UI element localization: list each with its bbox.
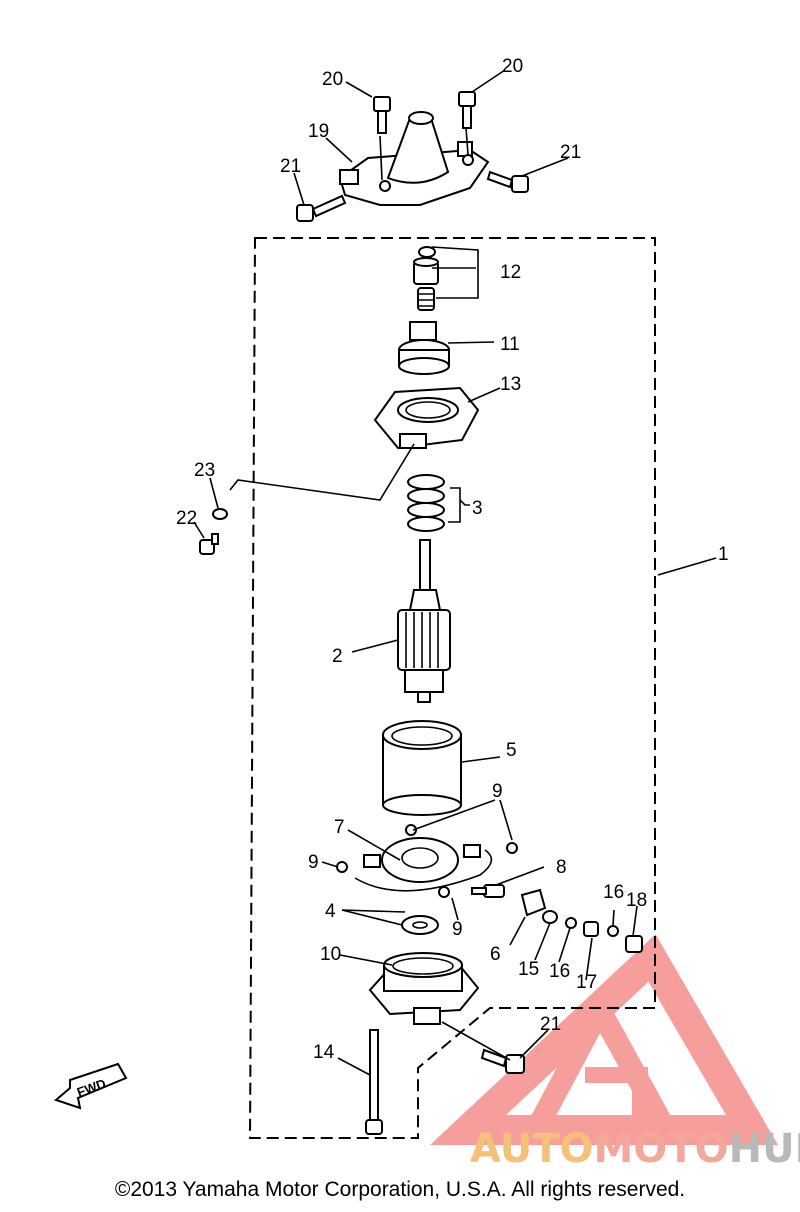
callout-20-right: 20 (502, 56, 523, 77)
callout-10: 10 (320, 944, 341, 965)
fwd-arrow-icon: FWD (54, 1062, 128, 1110)
callout-18: 18 (626, 890, 647, 911)
part-19-cover (338, 111, 490, 206)
callout-3: 3 (472, 498, 483, 519)
part-9-screw-3 (336, 861, 348, 873)
callout-9-bottom: 9 (452, 919, 463, 940)
part-7-brush-holder (354, 837, 493, 892)
callout-2: 2 (332, 646, 343, 667)
callout-20-left: 20 (322, 69, 343, 90)
part-13-front-bracket (373, 386, 480, 450)
callout-17: 17 (576, 972, 597, 993)
callout-13: 13 (500, 374, 521, 395)
part-16-washer-b (607, 925, 619, 937)
part-3-washer-set (407, 474, 445, 532)
callout-21-right: 21 (560, 142, 581, 163)
part-4-washer (401, 915, 439, 935)
callout-21-left: 21 (280, 156, 301, 177)
part-15-washer (542, 910, 558, 924)
part-17-nut (583, 921, 599, 937)
callout-9-left: 9 (308, 852, 319, 873)
callout-23: 23 (194, 460, 215, 481)
part-10-rear-cover (368, 952, 480, 1025)
callout-14: 14 (313, 1042, 335, 1063)
callout-6: 6 (490, 944, 501, 965)
part-21-bolt-right (486, 170, 529, 193)
callout-11: 11 (500, 334, 520, 355)
part-9-screw-4 (438, 886, 450, 898)
part-20-bolt-left (373, 96, 391, 134)
callout-9-top: 9 (492, 781, 503, 802)
callout-8: 8 (556, 857, 567, 878)
part-11-pinion-drive (398, 321, 450, 375)
part-18-nut (625, 935, 643, 953)
watermark-text: AUTOMOTOHUB (470, 1126, 800, 1172)
part-6-terminal-plate (520, 888, 547, 917)
watermark-auto: AUTO (470, 1126, 594, 1172)
callout-5: 5 (506, 740, 517, 761)
copyright-notice: ©2013 Yamaha Motor Corporation, U.S.A. A… (114, 1178, 686, 1201)
part-12-pinion-stopper-set (413, 246, 439, 311)
part-8-terminal-bolt (471, 884, 505, 898)
callout-4: 4 (325, 901, 336, 922)
part-9-screw-2 (506, 842, 518, 854)
part-20-bolt-right (458, 91, 476, 129)
part-22-bolt (199, 533, 219, 555)
watermark-hub: HUB (729, 1126, 800, 1172)
callout-7: 7 (334, 817, 345, 838)
assembly-boundary (248, 237, 656, 1139)
part-21-bolt-left (296, 194, 347, 222)
callout-16-top: 16 (603, 882, 624, 903)
watermark-moto: MOTO (594, 1126, 729, 1172)
watermark-logo-icon (429, 934, 779, 1145)
part-23-washer (212, 508, 228, 520)
callout-22: 22 (176, 508, 197, 529)
part-14-through-bolt (365, 1029, 383, 1135)
part-21-bolt-bottom (480, 1048, 525, 1074)
callout-12: 12 (500, 262, 521, 283)
callout-21-bottom: 21 (540, 1014, 561, 1035)
callout-19: 19 (308, 121, 329, 142)
part-2-armature (397, 539, 451, 703)
part-9-screw-1 (405, 824, 417, 836)
callout-1: 1 (718, 544, 729, 565)
callout-15: 15 (518, 959, 539, 980)
part-16-washer-a (565, 917, 577, 929)
callout-16-bottom: 16 (549, 961, 570, 982)
part-5-yoke (382, 720, 462, 816)
